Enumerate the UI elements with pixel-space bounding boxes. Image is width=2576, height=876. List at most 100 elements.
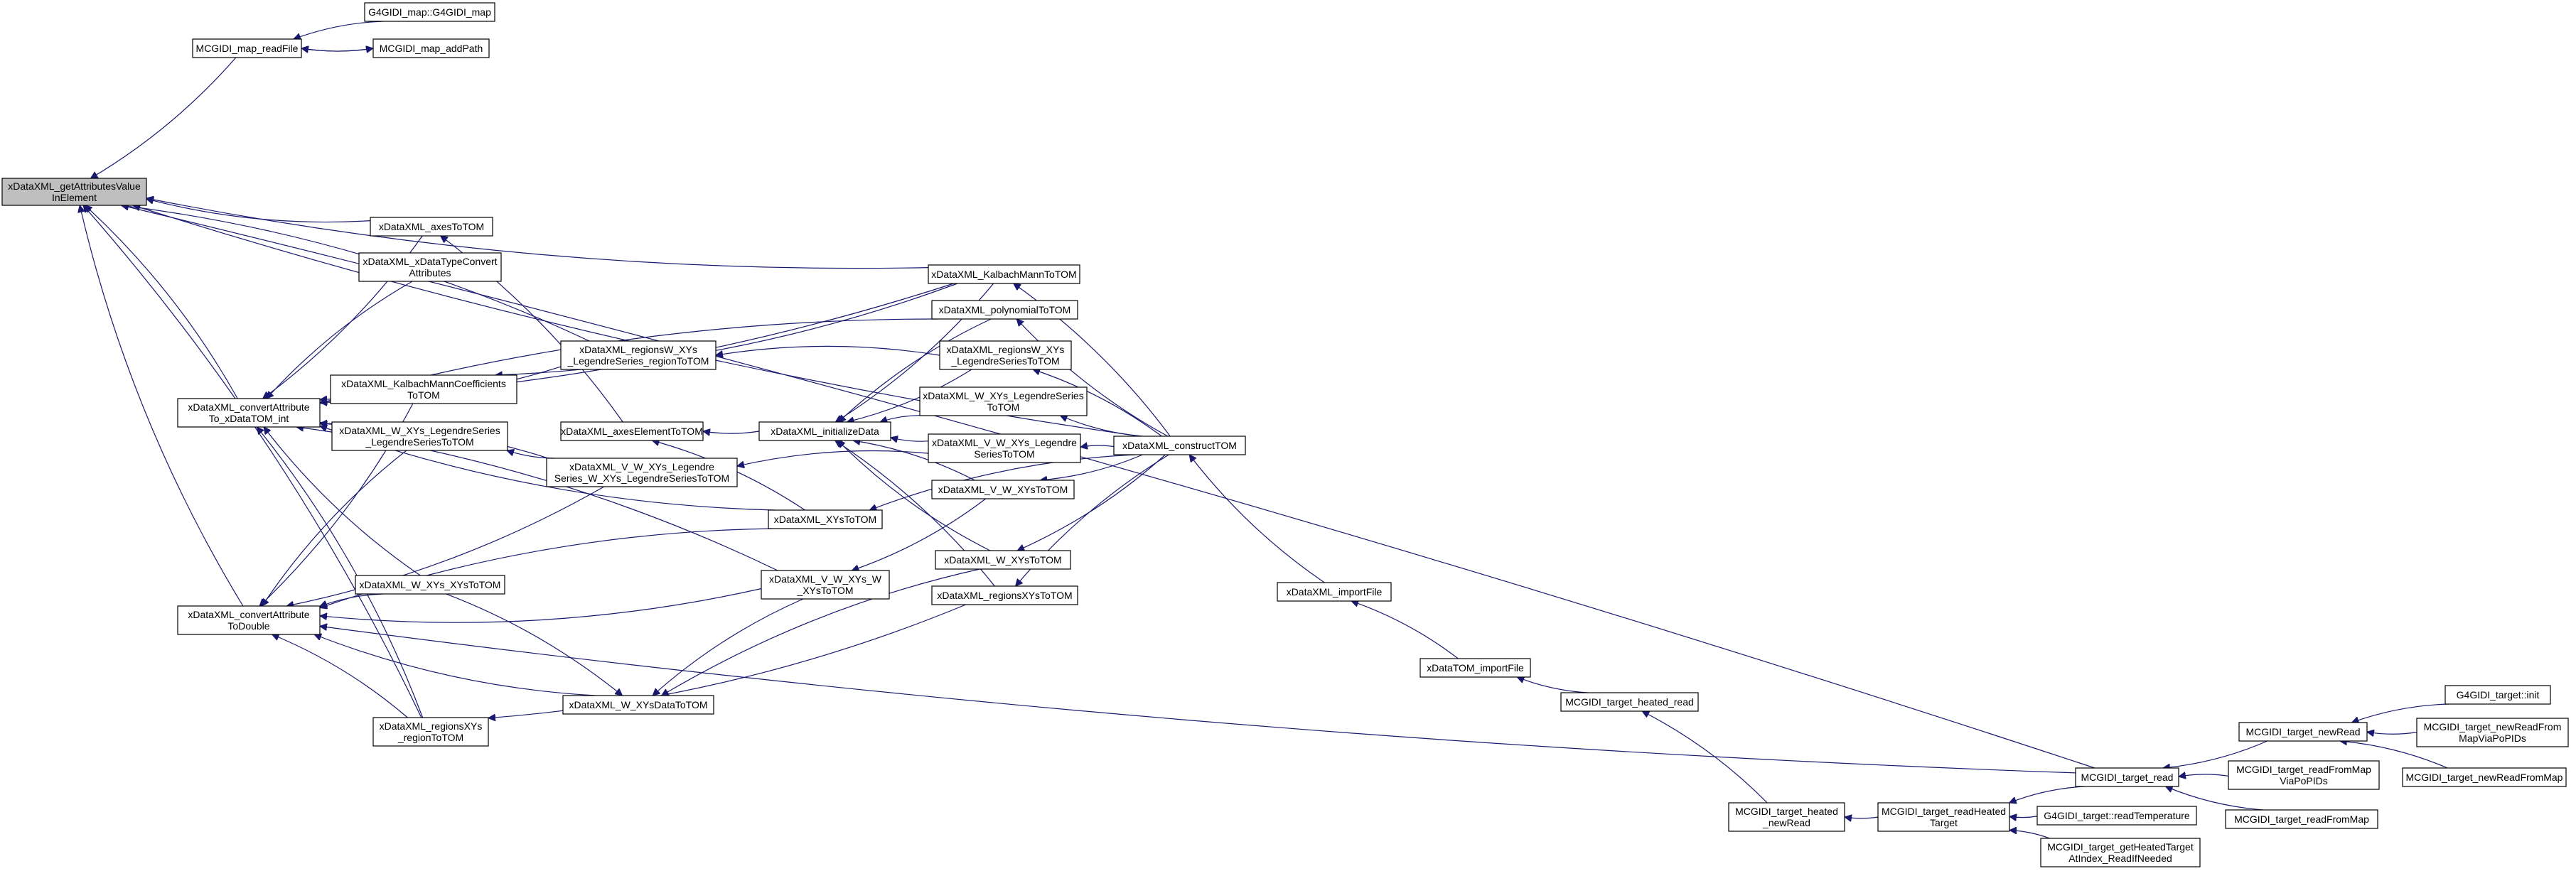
node-box[interactable] [2238, 722, 2368, 742]
node-vwxys[interactable]: xDataXML_V_W_XYsToTOM [931, 480, 1075, 499]
node-tom-import[interactable]: xDataTOM_importFile [1420, 658, 1531, 678]
node-g4map[interactable]: G4GIDI_map::G4GIDI_map [364, 2, 495, 22]
node-add-path[interactable]: MCGIDI_map_addPath [372, 38, 490, 58]
node-read-file[interactable]: MCGIDI_map_readFile [192, 38, 302, 58]
node-box[interactable] [562, 695, 714, 715]
node-wxys[interactable]: xDataXML_W_XYsToTOM [935, 550, 1071, 570]
node-box[interactable] [372, 38, 490, 58]
node-label: xDataXML_convertAttribute [188, 401, 309, 413]
node-box[interactable] [768, 509, 883, 529]
node-box[interactable] [761, 570, 890, 600]
node-axes-elem[interactable]: xDataXML_axesElementToTOM [560, 421, 704, 441]
node-box[interactable] [935, 550, 1071, 570]
node-box[interactable] [2225, 809, 2378, 829]
node-vwxys-leg[interactable]: xDataXML_V_W_XYs_LegendreSeriesToTOM [928, 433, 1081, 463]
node-box[interactable] [919, 386, 1088, 416]
node-box[interactable] [1877, 802, 2010, 832]
node-box[interactable] [931, 480, 1075, 499]
node-wxys-leg-ser[interactable]: xDataXML_W_XYs_LegendreSeriesToTOM [919, 386, 1088, 416]
node-vwxys-leg-mid[interactable]: xDataXML_V_W_XYs_LegendreSeries_W_XYs_Le… [546, 458, 738, 487]
edge-wxys-to-wxys-data [662, 568, 980, 696]
node-g4init[interactable]: G4GIDI_target::init [2444, 685, 2551, 705]
node-box[interactable] [2036, 806, 2197, 826]
edge-xys-to-tom-to-conv-double [320, 528, 773, 608]
node-read-from-map[interactable]: MCGIDI_target_readFromMap [2225, 809, 2378, 829]
node-heated-read[interactable]: MCGIDI_target_heated_read [1560, 692, 1699, 712]
node-regions-xys[interactable]: xDataXML_regionsXYsToTOM [931, 585, 1078, 605]
edge-tom-import-to-import-file [1351, 601, 1459, 659]
node-label: xDataXML_polynomialToTOM [939, 304, 1071, 315]
node-box[interactable] [2228, 760, 2380, 790]
node-box[interactable] [1420, 658, 1531, 678]
node-regions-w-right[interactable]: xDataXML_regionsW_XYs_LegendreSeriesToTO… [939, 340, 1072, 370]
node-new-read[interactable]: MCGIDI_target_newRead [2238, 722, 2368, 742]
node-read-temp[interactable]: G4GIDI_target::readTemperature [2036, 806, 2197, 826]
node-vwxysw[interactable]: xDataXML_V_W_XYs_W_XYsToTOM [761, 570, 890, 600]
node-box[interactable] [331, 421, 508, 451]
node-box[interactable] [370, 217, 493, 237]
node-box[interactable] [2444, 685, 2551, 705]
node-box[interactable] [931, 585, 1078, 605]
node-box[interactable] [177, 398, 321, 428]
node-box[interactable] [546, 458, 738, 487]
node-box[interactable] [939, 340, 1072, 370]
node-construct-tom[interactable]: xDataXML_constructTOM [1113, 436, 1246, 455]
node-init-data[interactable]: xDataXML_initializeData [758, 421, 891, 441]
node-label: ToTOM [987, 401, 1020, 413]
node-box[interactable] [355, 575, 505, 595]
edge-vwxys-leg-mid-to-wxys-leg [507, 450, 555, 459]
node-box[interactable] [1277, 582, 1392, 602]
node-box[interactable] [931, 300, 1078, 320]
node-box[interactable] [928, 264, 1080, 284]
node-new-read-from-map[interactable]: MCGIDI_target_newReadFromMap [2402, 767, 2567, 787]
node-heated-new-read[interactable]: MCGIDI_target_heated_newRead [1728, 802, 1845, 832]
node-box[interactable] [560, 421, 704, 441]
edge-regions-xys-region-to-conv-double [272, 634, 408, 718]
node-wxys-data[interactable]: xDataXML_W_XYsDataToTOM [562, 695, 714, 715]
node-import-file[interactable]: xDataXML_importFile [1277, 582, 1392, 602]
node-box[interactable] [372, 717, 489, 747]
node-box[interactable] [1560, 692, 1699, 712]
node-box[interactable] [330, 374, 517, 404]
node-box[interactable] [2402, 767, 2567, 787]
node-box[interactable] [364, 2, 495, 22]
node-label: MCGIDI_target_getHeatedTarget [2047, 841, 2194, 853]
node-box[interactable] [2416, 718, 2569, 747]
edge-conv-double-to-root [80, 205, 244, 607]
node-box[interactable] [1113, 436, 1246, 455]
node-box[interactable] [177, 605, 321, 635]
edge-wxys-leg-ser-to-init-data [880, 415, 921, 422]
node-regions-xys-region[interactable]: xDataXML_regionsXYs_regionToTOM [372, 717, 489, 747]
node-regions-w-mid[interactable]: xDataXML_regionsW_XYs_LegendreSeries_reg… [560, 340, 717, 370]
node-box[interactable] [2075, 767, 2179, 787]
node-get-heated[interactable]: MCGIDI_target_getHeatedTargetAtIndex_Rea… [2040, 838, 2201, 867]
node-wxys-leg[interactable]: xDataXML_W_XYs_LegendreSeries_LegendreSe… [331, 421, 508, 451]
node-box[interactable] [1728, 802, 1845, 832]
node-box[interactable] [1, 178, 147, 206]
node-box[interactable] [758, 421, 891, 441]
node-label: G4GIDI_target::init [2457, 689, 2540, 701]
node-poly[interactable]: xDataXML_polynomialToTOM [931, 300, 1078, 320]
node-box[interactable] [192, 38, 302, 58]
edge-wxys-data-to-conv-double [314, 634, 596, 696]
node-label: MCGIDI_target_read [2081, 772, 2174, 783]
node-box[interactable] [2040, 838, 2201, 867]
node-box[interactable] [560, 340, 717, 370]
node-kalbach[interactable]: xDataXML_KalbachMannToTOM [928, 264, 1080, 284]
node-axes-to-tom[interactable]: xDataXML_axesToTOM [370, 217, 493, 237]
node-wxysxys[interactable]: xDataXML_W_XYs_XYsToTOM [355, 575, 505, 595]
edge-read-file-to-root [90, 57, 237, 178]
node-target-read[interactable]: MCGIDI_target_read [2075, 767, 2179, 787]
node-box[interactable] [928, 433, 1081, 463]
node-xys-to-tom[interactable]: xDataXML_XYsToTOM [768, 509, 883, 529]
node-box[interactable] [358, 252, 502, 282]
node-label: xDataXML_regionsW_XYs [947, 344, 1065, 355]
